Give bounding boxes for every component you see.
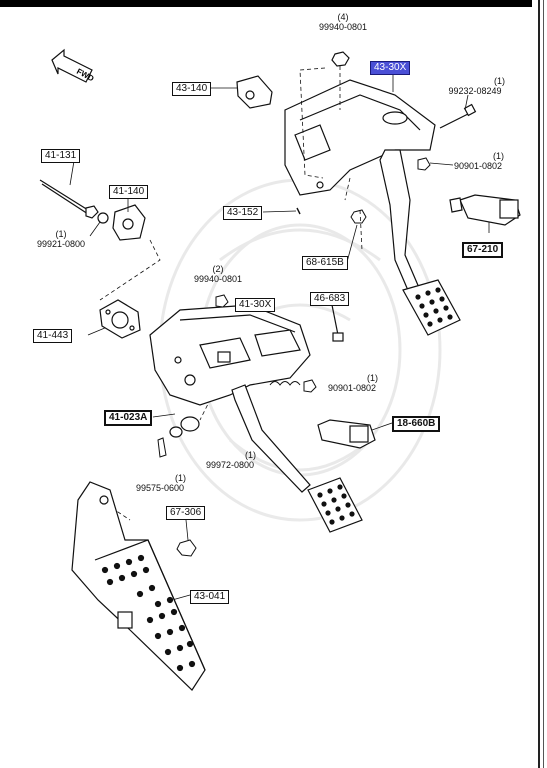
callout-18-660b[interactable]: 18-660B [392, 416, 441, 432]
upper-pedal-arm [379, 149, 461, 336]
return-spring [269, 381, 301, 386]
callout-41-30x[interactable]: 41-30X [235, 298, 276, 312]
note-qty: (1) [55, 229, 67, 239]
note-nut-lower-99940: (2) 99940-0801 [192, 264, 244, 284]
nut-lower-99940 [215, 294, 229, 308]
callout-43-140[interactable]: 43-140 [172, 82, 212, 96]
clip-99575 [157, 437, 167, 458]
gasket-41-443 [99, 299, 141, 339]
switch-67-210 [449, 194, 521, 226]
pin-43-152 [296, 207, 301, 215]
note-qty: (1) [175, 473, 186, 483]
note-number: 99575-0600 [135, 483, 185, 493]
note-nut-top: (4) 99940-0801 [318, 12, 368, 32]
note-number: 90901-0802 [327, 383, 377, 393]
right-border [538, 0, 540, 768]
note-number: 99972-0800 [205, 460, 255, 470]
note-nut-90901-upper: (1) 90901-0802 [452, 151, 504, 171]
callout-46-683[interactable]: 46-683 [310, 292, 350, 306]
bolt-46-683 [331, 304, 344, 342]
note-number: 99921-0800 [36, 239, 86, 249]
note-number: 99940-0801 [193, 274, 243, 284]
callout-43-30x[interactable]: 43-30X [370, 61, 411, 75]
note-qty: (1) [494, 76, 505, 86]
note-number: 99940-0801 [318, 22, 368, 32]
note-qty: (1) [493, 151, 504, 161]
note-number: 90901-0802 [453, 161, 503, 171]
nut-90901-lower [303, 379, 317, 393]
note-nut-90901-lower: (1) 90901-0802 [326, 373, 378, 393]
lower-pedal-bracket [149, 304, 311, 406]
note-bolt-99232: (1) 99232-08249 [445, 76, 505, 96]
footrest-43-041 [71, 481, 206, 691]
callout-43-041[interactable]: 43-041 [190, 590, 230, 604]
callout-41-023a[interactable]: 41-023A [104, 410, 153, 426]
nut-90901-upper [417, 157, 431, 171]
part-41-140 [112, 204, 146, 241]
callout-67-210[interactable]: 67-210 [462, 242, 504, 258]
part-43-140 [236, 75, 273, 109]
note-qty: (4) [337, 12, 349, 22]
callout-41-443[interactable]: 41-443 [33, 329, 73, 343]
right-border-inner [543, 0, 544, 768]
note-clip-99575: (1) 99575-0600 [134, 473, 186, 493]
bolt-99232 [439, 103, 477, 129]
top-border [0, 0, 532, 7]
upper-pedal-bracket [284, 79, 436, 196]
forward-arrow-icon [51, 48, 93, 83]
note-washer-99921: (1) 99921-0800 [36, 229, 86, 249]
lower-pedal-arm [231, 384, 363, 533]
note-nut-99972: (1) 99972-0800 [204, 450, 256, 470]
note-number: 99232-08249 [448, 86, 502, 96]
callout-67-306[interactable]: 67-306 [166, 506, 206, 520]
note-qty: (1) [367, 373, 378, 383]
nut-top [331, 51, 350, 67]
nut-68-615b [350, 209, 367, 224]
callout-68-615b[interactable]: 68-615B [302, 256, 348, 270]
note-qty: (2) [212, 264, 224, 274]
callout-41-131[interactable]: 41-131 [41, 149, 81, 163]
nut-67-306 [176, 539, 197, 557]
callout-43-152[interactable]: 43-152 [223, 206, 263, 220]
note-qty: (1) [245, 450, 256, 460]
callout-41-140[interactable]: 41-140 [109, 185, 149, 199]
bolt-41-131 [39, 179, 109, 224]
bushing-41-023a [169, 416, 200, 438]
switch-18-660b [317, 419, 376, 449]
